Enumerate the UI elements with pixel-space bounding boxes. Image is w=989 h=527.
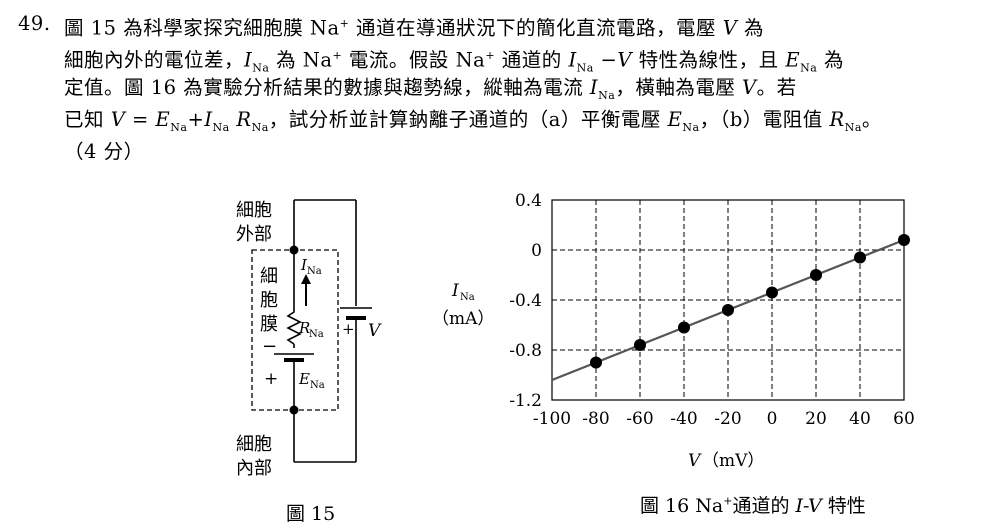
question-line-1: 圖 15 為科學家探究細胞膜 Na+ 通道在導通狀況下的簡化直流電路，電壓 V … [64,16,765,40]
x-tick-label: -100 [533,409,571,429]
label-R: R [298,319,310,337]
x-tick-label: -40 [670,409,697,429]
label-plus: + [264,369,278,389]
data-point [810,269,822,281]
label-I-sub: Na [307,266,322,277]
x-tick-label: -80 [582,409,609,429]
x-tick-labels: -100 -80 -60 -40 -20 0 20 40 60 [533,409,915,429]
label-outside-2: 外部 [236,224,272,245]
label-battery-plus: + [342,320,355,338]
y-tick-label: -0.8 [509,341,542,361]
label-membrane-1: 細 [260,266,278,287]
x-tick-label: 40 [849,409,871,429]
data-point [678,321,690,334]
question-line-3: 定值。圖 16 為實驗分析結果的數據與趨勢線，縱軸為電流 INa，橫軸為電壓 V… [64,76,797,102]
label-I: I [300,256,308,274]
label-E-sub: Na [310,380,325,391]
label-membrane-2: 胞 [260,290,278,311]
y-tick-label: 0 [531,241,542,261]
x-tick-label: 60 [893,409,915,429]
figure-15-circuit: 細胞 外部 細胞 內部 細 胞 膜 I Na R Na E Na − + + V [236,199,382,479]
emf-source [274,353,314,362]
x-tick-label: -20 [714,409,741,429]
data-point [590,356,602,369]
label-V: V [368,321,382,341]
figure-16-chart: 0.4 0 -0.4 -0.8 -1.2 -100 -80 -60 -40 -20 0 20 40 60… [440,191,915,471]
label-inside-1: 細胞 [236,434,272,455]
resistor-symbol [286,306,302,345]
data-point [854,251,866,264]
label-outside-1: 細胞 [236,200,272,221]
figure-16-caption: 圖 16 Na+通道的 I-V 特性 [640,494,866,517]
question-score: （4 分） [64,140,144,163]
x-tick-label: -60 [626,409,653,429]
data-point [898,234,910,246]
data-point [766,286,778,299]
voltage-source [340,307,372,320]
x-tick-label: 0 [767,409,778,429]
x-axis-label-symbol: V [688,451,702,471]
chart-grid [552,200,904,400]
y-axis-label-symbol: I [451,281,459,301]
question-number: 49. [18,12,51,35]
label-membrane-3: 膜 [260,314,278,335]
label-inside-2: 內部 [236,458,272,479]
current-arrow [301,274,311,306]
data-point [722,304,734,316]
figure-15-caption: 圖 15 [286,503,336,525]
y-axis-label-unit: （mA） [440,309,494,329]
question-line-4: 已知 V = ENa+INa RNa，試分析並計算鈉離子通道的（a）平衡電壓 E… [64,108,882,134]
label-minus: − [262,336,277,357]
label-E: E [298,370,310,388]
question-line-2: 細胞內外的電位差，INa 為 Na+ 電流。假設 Na+ 通道的 INa −V … [64,48,845,75]
chart-frame [551,199,905,401]
x-axis-label-unit: （mV） [702,451,764,471]
data-points [590,234,910,369]
y-tick-label: -0.4 [509,291,542,311]
data-point [634,339,646,351]
x-tick-label: 20 [805,409,827,429]
membrane-box [251,249,339,411]
y-tick-label: -1.2 [509,391,542,411]
y-tick-labels: 0.4 0 -0.4 -0.8 -1.2 [509,191,542,411]
y-tick-label: 0.4 [515,191,542,211]
y-axis-label-sub: Na [460,292,475,303]
label-R-sub: Na [309,329,324,340]
